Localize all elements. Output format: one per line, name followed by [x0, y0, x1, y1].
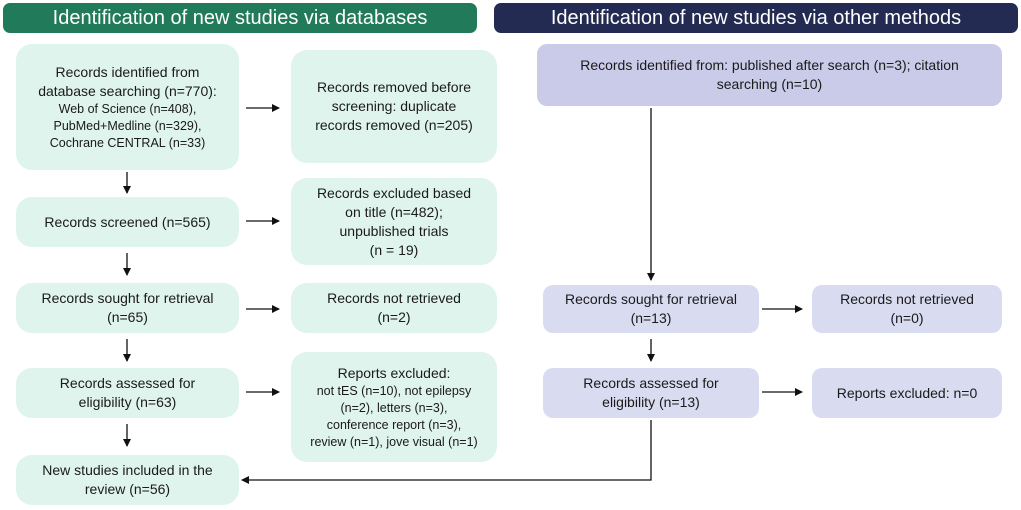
- sought-line1: Records sought for retrieval: [41, 290, 214, 306]
- identified-line2: database searching (n=770):: [38, 82, 217, 99]
- box-other-records-sought: Records sought for retrieval (n=13): [543, 285, 759, 333]
- other-sought-line1: Records sought for retrieval: [565, 291, 737, 307]
- other-identified-line1: Records identified from: published after…: [580, 57, 959, 73]
- databases-header-label: Identification of new studies via databa…: [52, 6, 428, 29]
- box-records-removed: Records removed before screening: duplic…: [291, 50, 497, 163]
- box-records-excluded: Records excluded based on title (n=482);…: [291, 178, 497, 265]
- box-other-records-identified: Records identified from: published after…: [537, 44, 1002, 106]
- box-reports-excluded: Reports excluded: not tES (n=10), not ep…: [291, 352, 497, 462]
- assessed-line1: Records assessed for: [59, 375, 196, 391]
- removed-line2: screening: duplicate: [331, 98, 457, 114]
- box-studies-included: New studies included in the review (n=56…: [16, 455, 239, 505]
- reports-excluded-title: Reports excluded:: [337, 364, 451, 381]
- not-retrieved-line1: Records not retrieved: [327, 290, 461, 306]
- sought-line2: (n=65): [107, 309, 148, 325]
- other-assessed-line1: Records assessed for: [583, 375, 719, 391]
- other-sought-line2: (n=13): [630, 310, 672, 326]
- other-not-retrieved-line2: (n=0): [890, 310, 924, 326]
- included-line2: review (n=56): [84, 481, 171, 497]
- other-not-retrieved-line1: Records not retrieved: [840, 291, 974, 307]
- excluded-line4: (n = 19): [369, 241, 419, 258]
- screened-label: Records screened (n=565): [44, 213, 211, 230]
- reports-excluded-sub2: (n=2), letters (n=3),: [340, 400, 448, 415]
- excluded-line1: Records excluded based: [316, 184, 472, 201]
- other-assessed-line2: eligibility (n=13): [602, 394, 700, 410]
- box-other-reports-excluded: Reports excluded: n=0: [812, 368, 1002, 418]
- included-line1: New studies included in the: [42, 462, 213, 478]
- other-identified-line2: searching (n=10): [716, 76, 823, 92]
- databases-header: Identification of new studies via databa…: [3, 3, 477, 33]
- reports-excluded-sub1: not tES (n=10), not epilepsy: [316, 383, 472, 398]
- other-methods-header-label: Identification of new studies via other …: [550, 6, 962, 29]
- box-records-not-retrieved: Records not retrieved (n=2): [291, 283, 497, 333]
- identified-sub2: PubMed+Medline (n=329),: [53, 118, 202, 133]
- box-other-records-assessed: Records assessed for eligibility (n=13): [543, 368, 759, 418]
- removed-line1: Records removed before: [316, 79, 472, 95]
- arrow-other-assessed-to-included: [241, 420, 652, 484]
- excluded-line3: unpublished trials: [339, 222, 449, 239]
- box-records-screened: Records screened (n=565): [16, 197, 239, 247]
- identified-line1: Records identified from: [55, 63, 200, 80]
- box-other-records-not-retrieved: Records not retrieved (n=0): [812, 285, 1002, 333]
- box-records-sought: Records sought for retrieval (n=65): [16, 283, 239, 333]
- box-records-identified: Records identified from database searchi…: [16, 44, 239, 170]
- reports-excluded-sub3: conference report (n=3),: [326, 417, 462, 432]
- removed-line3: records removed (n=205): [315, 117, 473, 133]
- assessed-line2: eligibility (n=63): [78, 394, 177, 410]
- identified-sub1: Web of Science (n=408),: [58, 101, 197, 116]
- identified-sub3: Cochrane CENTRAL (n=33): [49, 135, 206, 150]
- excluded-line2: on title (n=482);: [345, 203, 443, 220]
- box-records-assessed: Records assessed for eligibility (n=63): [16, 368, 239, 418]
- not-retrieved-line2: (n=2): [377, 309, 411, 325]
- reports-excluded-sub4: review (n=1), jove visual (n=1): [310, 434, 478, 449]
- other-methods-header: Identification of new studies via other …: [494, 3, 1018, 33]
- other-reports-excluded-label: Reports excluded: n=0: [836, 384, 978, 401]
